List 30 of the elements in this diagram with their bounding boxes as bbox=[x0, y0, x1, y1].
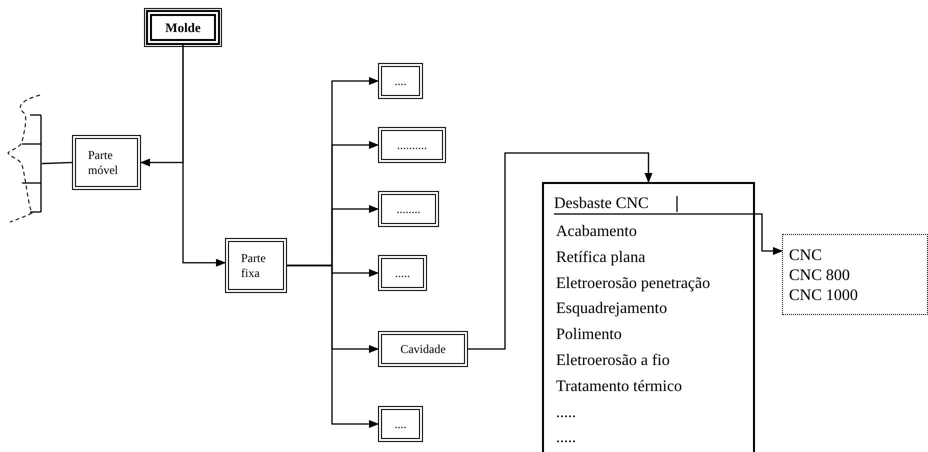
part-box: Parte fixa bbox=[225, 238, 287, 293]
list-item: Tratamento térmico bbox=[556, 376, 682, 397]
list-item: Polimento bbox=[556, 325, 622, 346]
list-item: CNC 800 bbox=[789, 266, 850, 286]
arrow bbox=[468, 152, 652, 350]
placeholder-box: .... bbox=[378, 406, 423, 442]
list-item: Esquadrejamento bbox=[556, 299, 668, 320]
list-item: Eletroerosão penetração bbox=[556, 274, 710, 294]
arrow bbox=[182, 45, 226, 267]
list-item: Retífica plana bbox=[556, 248, 646, 268]
list-item: CNC 1000 bbox=[789, 286, 858, 306]
placeholder-box: ........ bbox=[378, 191, 439, 227]
list-item: Desbaste CNC bbox=[554, 194, 656, 214]
placeholder-box: .......... bbox=[378, 127, 446, 163]
list-item: Acabamento bbox=[556, 222, 637, 242]
brace-symbol bbox=[8, 95, 42, 222]
root-box: Molde bbox=[146, 10, 220, 45]
list-item: ..... bbox=[556, 428, 576, 448]
placeholder-box: .... bbox=[378, 63, 423, 99]
connector-line bbox=[42, 162, 72, 164]
machine-box bbox=[782, 234, 928, 315]
placeholder-box: ..... bbox=[378, 255, 427, 291]
part-box: Parte móvel bbox=[72, 135, 141, 190]
arrow bbox=[287, 264, 379, 428]
process-box: Cavidade bbox=[378, 331, 468, 367]
operations-list-box bbox=[542, 182, 755, 452]
list-item: Eletroerosão a fio bbox=[556, 350, 670, 371]
list-item: ..... bbox=[556, 402, 576, 423]
list-item: CNC bbox=[789, 246, 822, 266]
arrow bbox=[554, 213, 783, 255]
